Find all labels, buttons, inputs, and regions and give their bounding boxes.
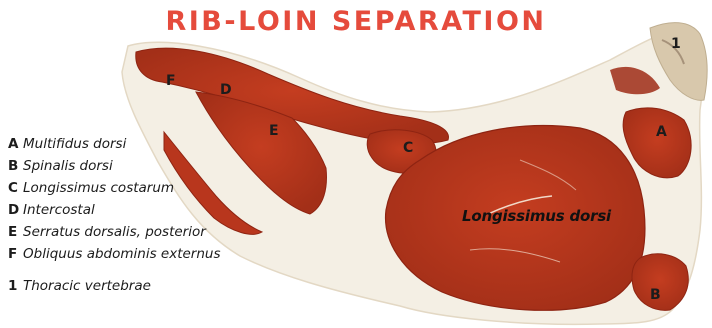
main-muscle-label: Longissimus dorsi (462, 207, 611, 225)
photo-label-b: B (650, 287, 661, 303)
legend-text: Longissimus costarum (23, 180, 174, 196)
legend-key: A (8, 133, 23, 155)
legend-text: Serratus dorsalis, posterior (23, 224, 206, 240)
legend-key: B (8, 155, 23, 177)
photo-label-e: E (269, 123, 279, 139)
legend-key: D (8, 199, 23, 221)
legend-text: Intercostal (23, 202, 95, 218)
legend-key: 1 (8, 275, 23, 297)
page-title: RIB-LOIN SEPARATION (0, 6, 712, 37)
photo-label-a: A (656, 124, 667, 140)
legend-text: Thoracic vertebrae (23, 278, 151, 294)
legend-key: E (8, 221, 23, 243)
legend-text: Spinalis dorsi (23, 158, 113, 174)
photo-label-f: F (166, 73, 176, 89)
photo-label-c: C (403, 140, 413, 156)
legend-text: Obliquus abdominis externus (23, 246, 221, 262)
legend-key: C (8, 177, 23, 199)
photo-label-d: D (220, 82, 232, 98)
photo-label-1: 1 (671, 36, 681, 52)
legend-text: Multifidus dorsi (23, 136, 126, 152)
legend-key: F (8, 243, 23, 265)
